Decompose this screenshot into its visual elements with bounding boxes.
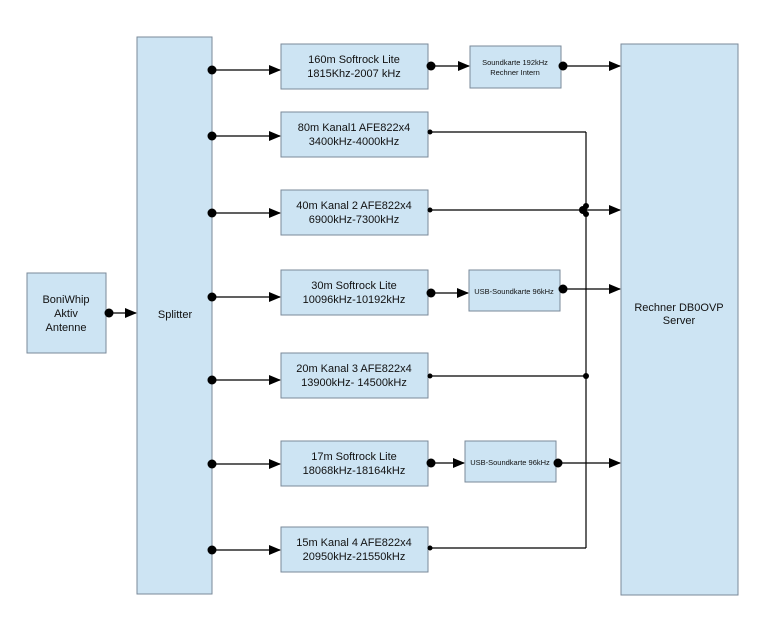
receiver-40m-range: 6900kHz-7300kHz [309,214,400,226]
antenna-label-line1: BoniWhip [42,294,89,306]
soundcard-internal: Soundkarte 192kHz Rechner Intern [469,45,562,89]
receiver-15m-name: 15m Kanal 4 AFE822x4 [296,537,412,549]
connectors-splitter-receivers [207,65,281,555]
receiver-15m-range: 20950kHz-21550kHz [303,551,406,563]
antenna-label-line3: Antenne [46,322,87,334]
receiver-40m: 40m Kanal 2 AFE822x4 6900kHz-7300kHz [280,189,429,236]
connector-160m-path [426,61,621,71]
splitter-block: Splitter [136,36,213,595]
server-label-line2: Server [663,315,696,327]
connector-30m-path [426,284,621,298]
antenna-label-line2: Aktiv [54,308,78,320]
receiver-15m: 15m Kanal 4 AFE822x4 20950kHz-21550kHz [280,526,429,573]
receiver-17m-name: 17m Softrock Lite [311,451,397,463]
receiver-80m-name: 80m Kanal1 AFE822x4 [298,122,411,134]
server-block: Rechner DB0OVP Server [620,43,739,596]
receiver-30m-name: 30m Softrock Lite [311,280,397,292]
receiver-160m: 160m Softrock Lite 1815Khz-2007 kHz [280,43,429,90]
connector-17m-path [426,458,621,468]
soundcard-usb-1-label: USB-Soundkarte 96kHz [474,287,554,296]
soundcard-usb-2: USB-Soundkarte 96kHz [464,440,557,483]
receiver-20m: 20m Kanal 3 AFE822x4 13900kHz- 14500kHz [280,352,429,399]
receiver-17m-range: 18068kHz-18164kHz [303,465,406,477]
receiver-17m: 17m Softrock Lite 18068kHz-18164kHz [280,440,429,487]
connector-afe822-bus [427,129,621,551]
receiver-20m-range: 13900kHz- 14500kHz [301,377,407,389]
receiver-30m-range: 10096kHz-10192kHz [303,294,406,306]
soundcard-internal-line2: Rechner Intern [490,68,540,77]
splitter-label: Splitter [158,309,193,321]
receiver-80m: 80m Kanal1 AFE822x4 3400kHz-4000kHz [280,111,429,158]
server-label-line1: Rechner DB0OVP [634,302,723,314]
antenna-block: BoniWhip Aktiv Antenne [26,272,107,354]
soundcard-usb-1: USB-Soundkarte 96kHz [468,269,561,312]
receiver-20m-name: 20m Kanal 3 AFE822x4 [296,363,412,375]
receiver-30m: 30m Softrock Lite 10096kHz-10192kHz [280,269,429,316]
soundcard-usb-2-label: USB-Soundkarte 96kHz [470,458,550,467]
receiver-80m-range: 3400kHz-4000kHz [309,136,400,148]
connector-antenna-splitter [104,308,137,318]
receiver-160m-range: 1815Khz-2007 kHz [307,68,401,80]
receiver-160m-name: 160m Softrock Lite [308,54,400,66]
receiver-40m-name: 40m Kanal 2 AFE822x4 [296,200,412,212]
soundcard-internal-line1: Soundkarte 192kHz [482,58,548,67]
